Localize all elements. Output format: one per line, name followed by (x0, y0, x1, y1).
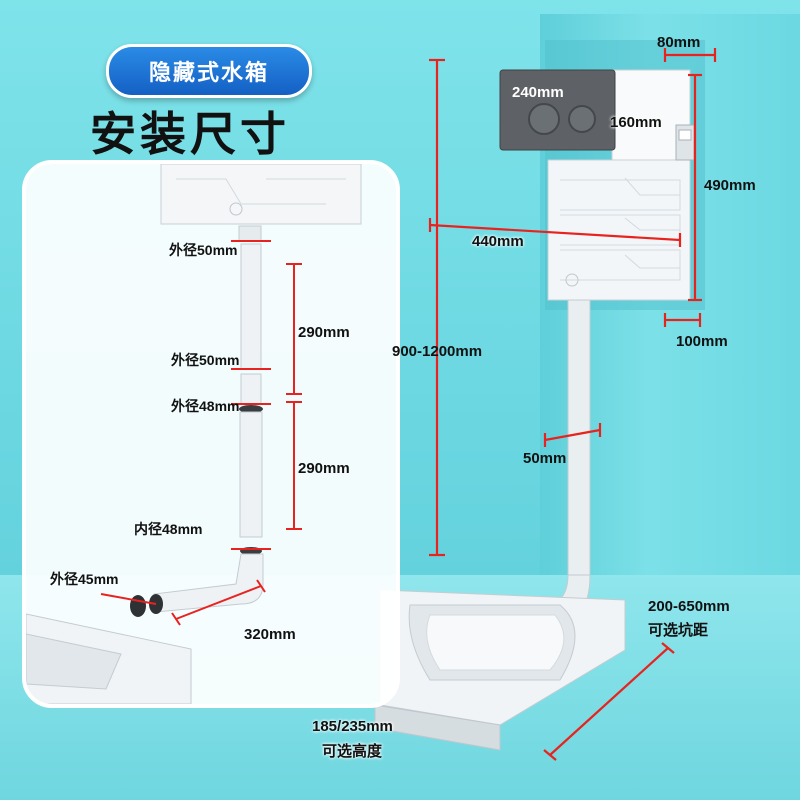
flush-panel (499, 69, 616, 151)
label-pit-caption: 可选坑距 (648, 622, 709, 639)
label-290-bottom: 290mm (298, 460, 350, 477)
title-pill-text: 隐藏式水箱 (148, 61, 269, 86)
label-160mm: 160mm (610, 114, 662, 131)
label-od48: 外径48mm (171, 398, 240, 414)
dimension-lines (428, 48, 717, 761)
page-title: 安装尺寸 (90, 107, 290, 161)
title-pill: 隐藏式水箱 (106, 44, 312, 98)
label-290-top: 290mm (298, 324, 350, 341)
squat-pan (374, 589, 626, 751)
pipe-detail-illustration (26, 164, 362, 704)
label-id48: 内径48mm (134, 521, 203, 537)
label-240mm: 240mm (512, 84, 564, 101)
pipe-detail-inset: 外径50mm 290mm 外径50mm 外径48mm 290mm 内径48mm … (22, 160, 400, 708)
label-od45: 外径45mm (50, 571, 119, 587)
label-pit-range: 200-650mm (648, 598, 730, 615)
label-od50-top: 外径50mm (169, 242, 238, 258)
label-900-1200mm: 900-1200mm (392, 343, 483, 360)
label-320: 320mm (244, 626, 296, 643)
label-80mm: 80mm (657, 34, 701, 51)
label-490mm: 490mm (704, 177, 756, 194)
label-od50-mid: 外径50mm (171, 352, 240, 368)
label-height-caption: 可选高度 (322, 743, 383, 760)
label-height-range: 185/235mm (312, 718, 393, 735)
label-440mm: 440mm (472, 233, 524, 250)
label-50mm: 50mm (523, 450, 567, 467)
label-100mm: 100mm (676, 333, 728, 350)
